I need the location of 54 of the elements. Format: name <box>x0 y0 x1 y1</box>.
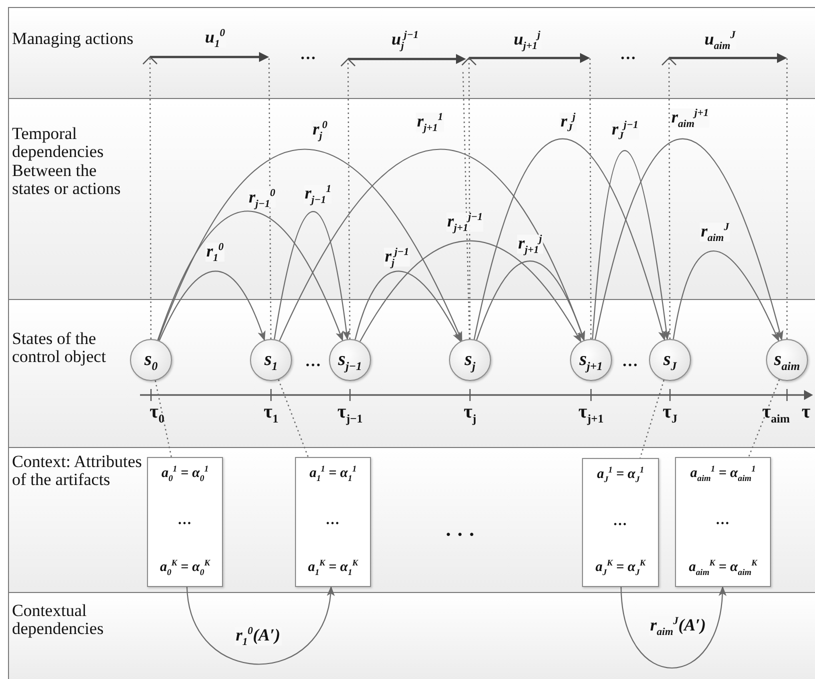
formula: … <box>326 513 340 529</box>
arrow <box>661 57 677 339</box>
arrow <box>274 211 350 340</box>
leader-line <box>589 58 592 339</box>
arrow <box>354 270 461 342</box>
leader-line <box>268 57 272 339</box>
ellipsis: … <box>304 353 322 371</box>
arrow <box>279 149 585 342</box>
arrow <box>592 150 670 340</box>
time-label: τ$_{1}$ <box>262 402 280 424</box>
edge-label: r$_{1}$$^{0}$(A′) <box>234 626 282 646</box>
arrow <box>186 586 334 665</box>
time-label: τ$_{j+1}$ <box>577 402 605 424</box>
time-label: τ$_{j−1}$ <box>336 402 364 424</box>
ellipsis: … <box>299 46 317 64</box>
arrow <box>158 270 266 341</box>
arrow <box>620 586 726 668</box>
leader-line <box>640 380 664 458</box>
ellipsis: … <box>621 353 639 371</box>
arrow <box>476 260 585 342</box>
time-label: τ$_{0}$ <box>148 402 166 424</box>
arrow <box>594 138 784 341</box>
lane-label: Managing actions <box>12 30 134 48</box>
edge-label: r$_{aim}$$^{J}$(A′) <box>649 616 707 636</box>
lane-label: Temporal dependencies Between the states or actions <box>12 125 122 198</box>
time-label: τ$_{J}$ <box>662 402 678 424</box>
lane-label: Contextual dependencies <box>12 602 105 639</box>
ellipsis: · · · <box>444 524 476 546</box>
time-label: τ$_{aim}$ <box>761 402 791 424</box>
leader-line <box>462 72 470 340</box>
arrow <box>158 148 462 342</box>
leader-line <box>748 379 780 458</box>
arrow <box>157 210 344 342</box>
attribute-box <box>147 457 223 587</box>
attribute-box <box>582 458 659 587</box>
time-label: τ$_{j}$ <box>462 402 478 424</box>
lane-label: States of the control object <box>12 330 107 367</box>
arrow <box>340 58 356 339</box>
axis-label: τ <box>800 402 812 424</box>
ellipsis: … <box>619 46 637 64</box>
arrow <box>142 56 158 339</box>
formula: … <box>716 513 730 529</box>
leader-line <box>154 380 172 458</box>
leader-line <box>278 379 309 458</box>
arrow <box>474 138 666 341</box>
formula: … <box>614 514 628 530</box>
formula: … <box>178 513 192 529</box>
attribute-box <box>675 457 771 587</box>
arrow <box>672 250 780 342</box>
lane-label: Context: Attributes of the artifacts <box>12 453 143 490</box>
attribute-box <box>295 457 371 587</box>
arrow <box>461 57 477 339</box>
arrow <box>360 240 582 342</box>
leader-line <box>786 58 788 339</box>
